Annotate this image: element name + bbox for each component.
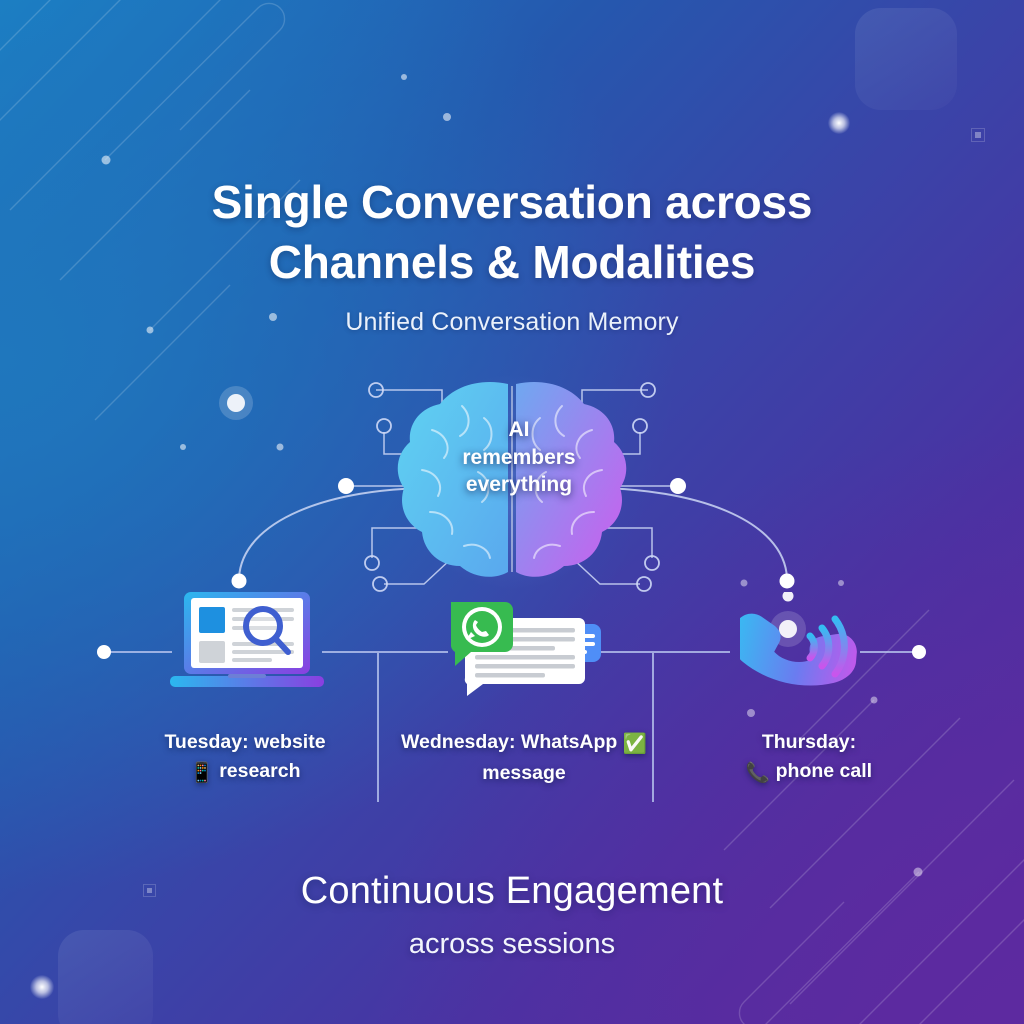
footer-headline: Continuous Engagement — [300, 870, 724, 912]
footer-subtext: across sessions — [408, 928, 616, 960]
caption-whatsapp-line-2: message — [482, 762, 566, 785]
decorative-glow-dot-right — [828, 112, 850, 134]
telephone-receiver-icon: 📞 — [745, 762, 771, 785]
timeline-endpoint-left — [97, 645, 111, 659]
decorative-mini-square-right — [971, 128, 985, 142]
laptop-website-search-icon — [170, 592, 324, 687]
decorative-mini-square-left — [143, 884, 156, 897]
caption-website-line-1: Tuesday: website — [164, 731, 326, 753]
brain-label-line-1: AI — [508, 418, 530, 441]
channel-icon-whatsapp[interactable] — [437, 596, 607, 700]
brain-label: AI remembers everything — [312, 416, 712, 499]
brain-graphic-block: AI remembers everything — [312, 360, 712, 600]
decorative-rounded-square-top-right — [855, 8, 957, 110]
brain-label-line-2: remembers — [462, 445, 576, 469]
whatsapp-message-icon — [450, 602, 601, 696]
ringing-phone-icon — [732, 590, 857, 686]
caption-whatsapp-line-1: Wednesday: WhatsApp — [400, 731, 618, 753]
decorative-rounded-square-bottom-left — [58, 930, 153, 1024]
brain-icon — [338, 374, 686, 592]
caption-phone-line-2: phone call — [775, 760, 873, 783]
timeline-endpoint-right — [912, 645, 926, 659]
caption-website-line-2: research — [219, 760, 301, 783]
caption-phone-line-1: Thursday: — [761, 731, 857, 753]
connector-node-right — [779, 573, 795, 589]
caption-whatsapp: Wednesday: WhatsApp ✅ message — [388, 728, 660, 788]
caption-website: Tuesday: website 📱 research — [110, 728, 380, 788]
channel-icon-website[interactable] — [162, 586, 332, 696]
channel-icon-phone[interactable] — [732, 590, 858, 698]
mobile-phone-icon: 📱 — [189, 762, 214, 785]
page-title: Single Conversation across Channels & Mo… — [0, 172, 1024, 293]
caption-phone: Thursday: 📞 phone call — [680, 728, 938, 788]
page-subtitle: Unified Conversation Memory — [345, 308, 679, 336]
decorative-glow-dot-left — [30, 975, 54, 999]
brain-label-line-3: everything — [465, 473, 573, 497]
headline-line-1: Single Conversation across — [211, 176, 813, 228]
headline-line-2: Channels & Modalities — [268, 236, 756, 289]
check-mark-button-icon: ✅ — [622, 733, 648, 755]
